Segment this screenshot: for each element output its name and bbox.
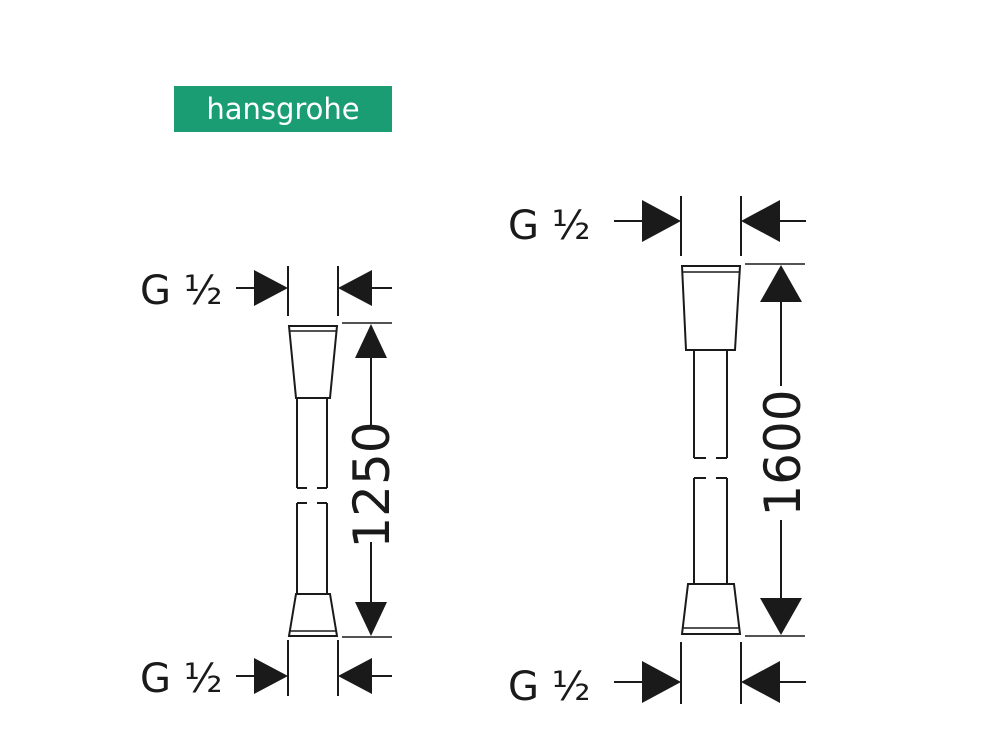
brand-logo-background: [174, 86, 392, 132]
hose-body: [680, 265, 742, 635]
hose-body: [287, 325, 339, 637]
arrow-left-icon: [741, 661, 780, 703]
top-connector-dimension: G ½: [508, 196, 806, 256]
bottom-connector-dimension: G ½: [140, 640, 392, 702]
top-connector-label: G ½: [508, 203, 590, 249]
top-connector-dimension: G ½: [140, 266, 392, 316]
arrow-left-icon: [338, 658, 372, 694]
bottom-connector-label: G ½: [140, 656, 222, 702]
arrow-down-icon: [760, 598, 802, 635]
arrow-right-icon: [642, 200, 681, 242]
hose-drawing-long: G ½: [508, 196, 812, 710]
arrow-right-icon: [254, 270, 288, 306]
arrow-up-icon: [760, 265, 802, 302]
top-connector-label: G ½: [140, 268, 222, 314]
bottom-connector-label: G ½: [508, 664, 590, 710]
hose-drawing-short: G ½: [140, 266, 401, 702]
brand-logo: hansgrohe: [174, 86, 392, 132]
arrow-up-icon: [355, 324, 387, 358]
arrow-right-icon: [642, 661, 681, 703]
length-label: 1250: [343, 421, 401, 548]
arrow-left-icon: [741, 200, 780, 242]
brand-logo-text: hansgrohe: [206, 92, 359, 126]
arrow-right-icon: [254, 658, 288, 694]
length-dimension: 1250: [342, 322, 401, 638]
arrow-down-icon: [355, 602, 387, 636]
bottom-connector-dimension: G ½: [508, 642, 806, 710]
arrow-left-icon: [338, 270, 372, 306]
length-label: 1600: [754, 389, 812, 516]
length-dimension: 1600: [745, 263, 812, 637]
